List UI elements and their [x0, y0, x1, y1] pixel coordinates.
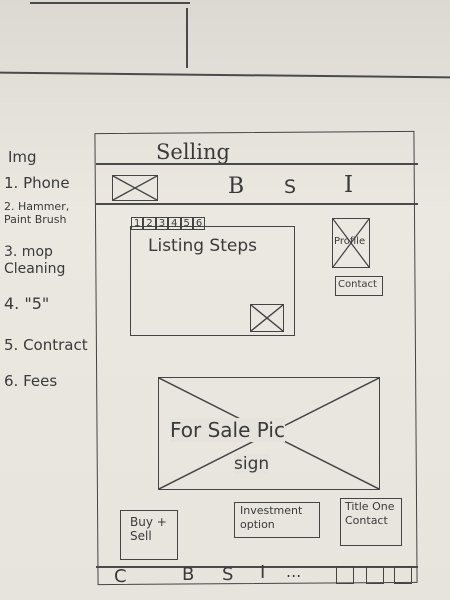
note-phone: 1. Phone [4, 174, 70, 192]
bottom-nav-i[interactable]: I [260, 562, 266, 583]
bottom-nav-divider [96, 566, 418, 568]
sign-label: sign [234, 454, 270, 474]
note-hammer: 2. Hammer, Paint Brush [4, 200, 70, 226]
bottom-nav-square-3[interactable] [394, 566, 412, 584]
top-vertical [186, 8, 188, 68]
note-five: 4. "5" [4, 294, 50, 313]
listing-steps-panel [130, 226, 295, 336]
profile-label: Profile [334, 236, 366, 247]
step-tab[interactable]: 6 [192, 217, 206, 230]
for-sale-label: For Sale Pic [170, 418, 285, 442]
nav-sell[interactable]: S [284, 176, 297, 198]
bottom-nav-square-2[interactable] [366, 566, 384, 584]
title-one-contact-label: Title One Contact [345, 500, 395, 527]
step-tab[interactable]: 3 [155, 217, 169, 230]
buy-sell-label: Buy + Sell [130, 515, 167, 543]
page-title: Selling [156, 140, 230, 164]
title-divider [96, 163, 418, 165]
bottom-nav-c[interactable]: C [114, 566, 127, 587]
contact-label: Contact [338, 279, 377, 290]
profile-placeholder[interactable] [332, 218, 370, 268]
nav-buy[interactable]: B [228, 174, 245, 199]
listing-step-tabs: 1 2 3 4 5 6 [131, 217, 206, 230]
buy-sell-button[interactable] [120, 510, 178, 560]
listing-steps-title: Listing Steps [148, 236, 257, 256]
title-one-contact-button[interactable] [340, 498, 402, 546]
step-tab[interactable]: 5 [180, 217, 193, 230]
step-tab[interactable]: 2 [143, 217, 156, 230]
step-tab[interactable]: 1 [131, 217, 144, 230]
investment-option-label: Investment option [240, 504, 303, 531]
investment-option-button[interactable] [234, 502, 320, 538]
bottom-nav-more[interactable]: ... [286, 562, 302, 581]
bottom-nav-b[interactable]: B [182, 564, 195, 585]
note-contract: 5. Contract [4, 336, 88, 354]
notes-header: Img [8, 148, 37, 166]
listing-image-placeholder [250, 304, 284, 332]
note-mop: 3. mop Cleaning [4, 244, 66, 277]
bottom-nav-square-1[interactable] [336, 566, 354, 584]
nav-invest[interactable]: I [344, 172, 354, 198]
note-fees: 6. Fees [4, 372, 58, 390]
step-tab[interactable]: 4 [168, 217, 181, 230]
menu-image-placeholder[interactable] [112, 175, 158, 201]
top-scribble [30, 2, 190, 4]
contact-button[interactable] [335, 276, 383, 296]
nav-divider [96, 203, 418, 205]
bottom-nav-s[interactable]: S [222, 564, 234, 585]
